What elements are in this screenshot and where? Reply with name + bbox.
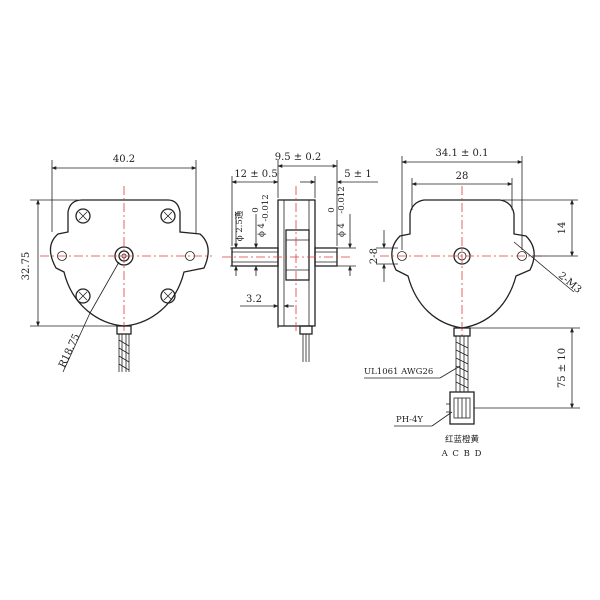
side-right-shaft-diameter: ϕ 4 bbox=[337, 223, 347, 237]
back-inner-width-dimension: 28 bbox=[456, 171, 469, 182]
front-height-dimension: 32.75 bbox=[21, 252, 32, 281]
back-ear-dimension: 2-8 bbox=[369, 248, 380, 264]
front-screw-bottom-right bbox=[160, 288, 176, 304]
side-total-length-dimension: 9.5 ± 0.2 bbox=[275, 152, 322, 163]
side-left-bore-dimension: ϕ 2.5通 bbox=[234, 210, 245, 241]
side-left-shaft-tol-upper: 0 bbox=[251, 207, 261, 212]
back-cable-wires bbox=[455, 336, 469, 392]
front-cable-wires bbox=[118, 334, 130, 372]
back-mount-hole-dimension: 2-M3 bbox=[556, 270, 583, 295]
side-view: 9.5 ± 0.2 12 ± 0.5 5 ± 1 ϕ 2.5通 ϕ 4 0 -0… bbox=[222, 152, 378, 362]
side-cable-grommet bbox=[299, 325, 313, 335]
wire-spec-label: UL1061 AWG26 bbox=[364, 367, 433, 377]
front-screw-top-left bbox=[75, 208, 91, 224]
connector-label: PH-4Y bbox=[396, 415, 423, 425]
back-mount-hole-leader bbox=[513, 241, 575, 293]
back-cable-grommet bbox=[453, 327, 471, 337]
back-lead-length-dimension: 75 ± 10 bbox=[557, 348, 568, 388]
back-hole-spacing-dimension: 34.1 ± 0.1 bbox=[436, 148, 489, 159]
side-right-shaft-length-dimension: 5 ± 1 bbox=[344, 169, 371, 180]
front-radius-dimension: R18.75 bbox=[57, 332, 82, 369]
wire-letter-codes: A C B D bbox=[441, 449, 483, 459]
side-cable-wires bbox=[302, 334, 310, 362]
front-cable-grommet bbox=[116, 325, 132, 335]
back-height-dimension: 14 bbox=[557, 222, 568, 235]
front-view: 40.2 32.75 R18.75 bbox=[21, 154, 212, 373]
side-left-shaft-diameter: ϕ 4 bbox=[257, 223, 267, 237]
side-hub bbox=[285, 229, 310, 281]
side-right-shaft-tol-upper: 0 bbox=[327, 207, 337, 212]
front-radius-leader bbox=[89, 261, 120, 314]
back-view: 34.1 ± 0.1 28 14 2-8 2-M3 75 ± 10 UL1061… bbox=[364, 148, 583, 459]
side-left-shaft-tol-lower: -0.012 bbox=[261, 194, 271, 221]
side-left-shaft-length-dimension: 12 ± 0.5 bbox=[234, 169, 277, 180]
front-width-dimension: 40.2 bbox=[113, 154, 135, 165]
front-screw-bottom-left bbox=[75, 288, 91, 304]
wire-color-codes: 红蓝橙黄 bbox=[445, 434, 480, 445]
side-left-shaft bbox=[231, 247, 279, 267]
side-flange-thickness-dimension: 3.2 bbox=[246, 294, 262, 305]
side-right-shaft-tol-lower: -0.012 bbox=[337, 186, 347, 213]
front-screw-top-right bbox=[160, 208, 176, 224]
